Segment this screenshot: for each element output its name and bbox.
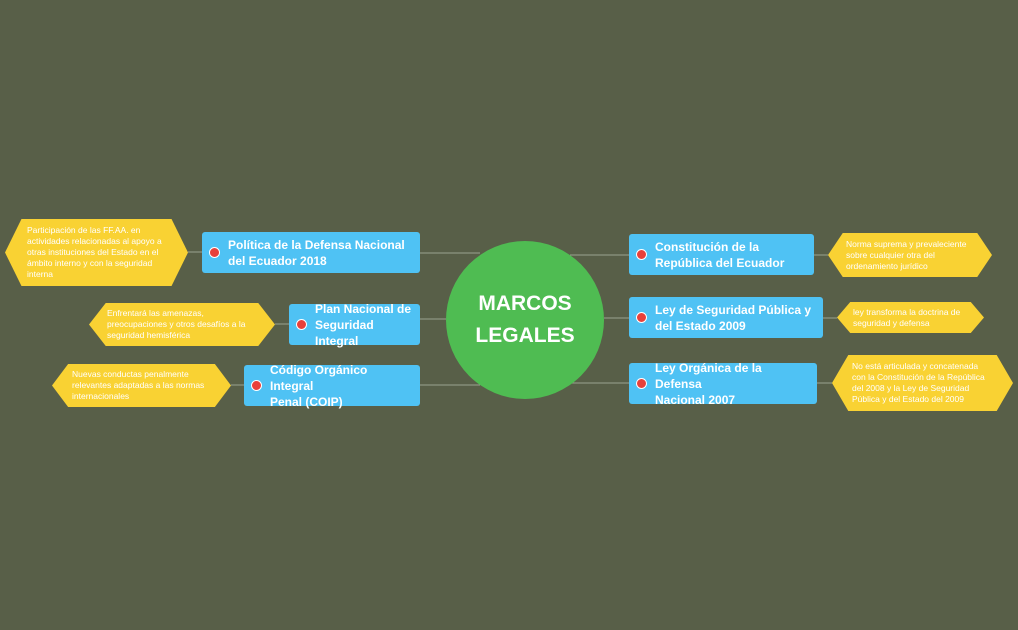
topic-label-line-1: Política de la Defensa Nacional (228, 237, 405, 252)
topic-politica-defensa[interactable]: Política de la Defensa Nacional del Ecua… (202, 232, 420, 273)
central-topic-text: MARCOS LEGALES (460, 288, 590, 352)
note-codigo-penal[interactable]: Nuevas conductas penalmente relevantes a… (52, 364, 231, 407)
central-topic-line-1: MARCOS (478, 292, 572, 315)
topic-ley-defensa[interactable]: Ley Orgánica de la Defensa Nacional 2007 (629, 361, 817, 407)
topic-label-line-1: Código Orgánico Integral (270, 362, 368, 393)
topic-label-line-1: Ley Orgánica de la Defensa (655, 360, 762, 391)
topic-label-line-2: Seguridad Integral (315, 317, 374, 348)
topic-label: Constitución de la República del Ecuador (655, 239, 784, 271)
note-text: Participación de las FF.AA. en actividad… (27, 225, 162, 279)
topic-label-line-1: Plan Nacional de (315, 301, 412, 316)
topic-marker-icon (636, 378, 647, 389)
note-politica-defensa[interactable]: Participación de las FF.AA. en actividad… (5, 219, 188, 286)
central-topic-line-2: LEGALES (475, 324, 575, 347)
note-text: Nuevas conductas penalmente relevantes a… (72, 369, 205, 401)
topic-label-line-2: Penal (COIP) (270, 394, 343, 409)
note-ley-seguridad[interactable]: ley transforma la doctrina de seguridad … (837, 302, 984, 333)
topic-label-line-2: Nacional 2007 (655, 392, 736, 407)
note-text: ley transforma la doctrina de seguridad … (853, 306, 961, 328)
topic-label: Ley de Seguridad Pública y del Estado 20… (655, 302, 811, 334)
topic-label-line-2: del Estado 2009 (655, 318, 746, 333)
topic-marker-icon (636, 312, 647, 323)
note-plan-seguridad[interactable]: Enfrentará las amenazas, preocupaciones … (89, 303, 275, 346)
note-ley-defensa[interactable]: No está articulada y concatenada con la … (832, 355, 1013, 411)
topic-label-line-2: República del Ecuador (655, 255, 785, 270)
topic-label: Plan Nacional de Seguridad Integral (315, 301, 412, 349)
topic-marker-icon (636, 249, 647, 260)
central-topic[interactable]: MARCOS LEGALES (446, 241, 604, 399)
topic-codigo-penal[interactable]: Código Orgánico Integral Penal (COIP) (244, 363, 420, 409)
topic-label: Política de la Defensa Nacional del Ecua… (228, 237, 405, 269)
topic-plan-seguridad[interactable]: Plan Nacional de Seguridad Integral (289, 302, 420, 348)
topic-marker-icon (251, 380, 262, 391)
topic-label-line-2: del Ecuador 2018 (228, 253, 327, 268)
topic-label: Ley Orgánica de la Defensa Nacional 2007 (655, 360, 809, 408)
topic-label-line-1: Ley de Seguridad Pública y (655, 302, 812, 317)
note-text: Enfrentará las amenazas, preocupaciones … (107, 308, 246, 340)
topic-marker-icon (296, 319, 307, 330)
topic-ley-seguridad[interactable]: Ley de Seguridad Pública y del Estado 20… (629, 297, 823, 338)
note-text: No está articulada y concatenada con la … (852, 361, 985, 404)
topic-label-line-1: Constitución de la (655, 239, 760, 254)
note-constitucion[interactable]: Norma suprema y prevaleciente sobre cual… (828, 233, 992, 277)
topic-label: Código Orgánico Integral Penal (COIP) (270, 362, 412, 410)
note-text: Norma suprema y prevaleciente sobre cual… (846, 238, 967, 271)
topic-constitucion[interactable]: Constitución de la República del Ecuador (629, 234, 814, 275)
topic-marker-icon (209, 247, 220, 258)
